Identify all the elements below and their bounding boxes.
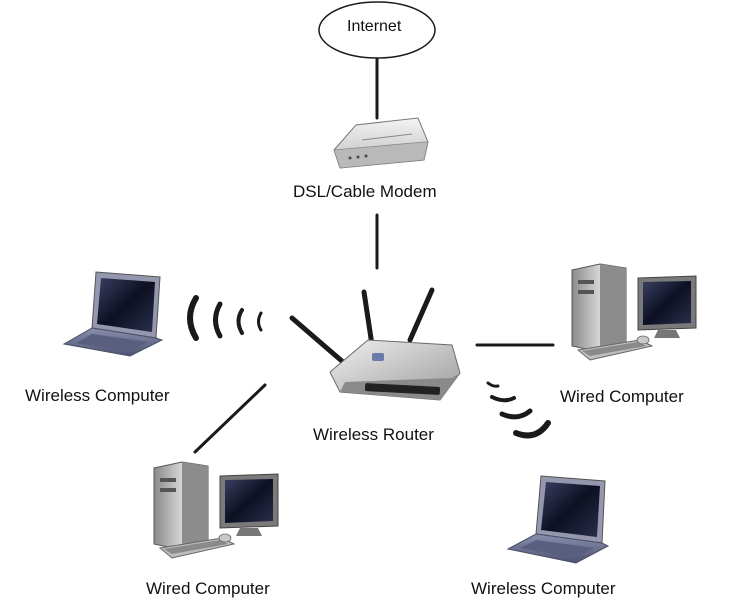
wireless-signal-left <box>190 298 261 338</box>
desktop-computer-icon-bottom <box>154 462 278 558</box>
wireless-signal-bottom <box>488 383 548 435</box>
router-icon <box>292 290 460 400</box>
link-router-wired-bottom <box>195 385 265 452</box>
wireless-computer-bottom-label: Wireless Computer <box>471 579 616 599</box>
modem-label: DSL/Cable Modem <box>293 182 437 202</box>
modem-icon <box>334 118 428 168</box>
wireless-computer-left-label: Wireless Computer <box>25 386 170 406</box>
wired-computer-right-label: Wired Computer <box>560 387 684 407</box>
wired-computer-bottom-label: Wired Computer <box>146 579 270 599</box>
internet-label: Internet <box>347 18 401 36</box>
laptop-icon-left <box>64 272 162 356</box>
laptop-icon-bottom <box>508 476 608 563</box>
desktop-computer-icon-right <box>572 264 696 360</box>
router-label: Wireless Router <box>313 425 434 445</box>
